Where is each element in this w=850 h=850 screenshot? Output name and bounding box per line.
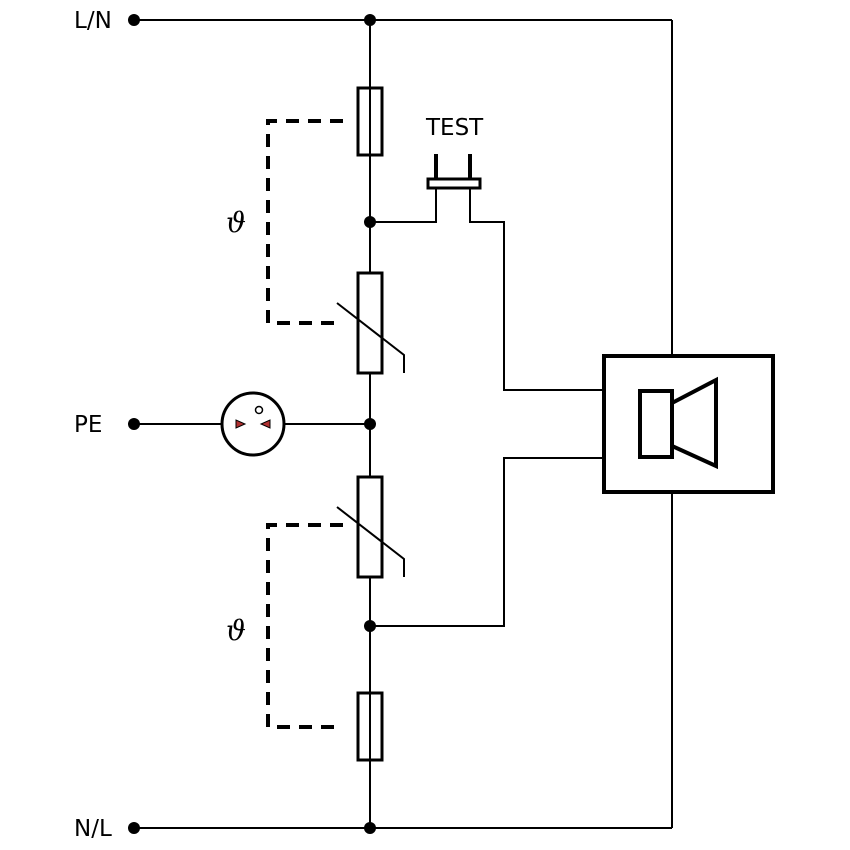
thermal-fuse-bottom <box>356 691 384 762</box>
terminal-label-top: L/N <box>74 8 112 34</box>
thermal-fuse-top <box>356 86 384 157</box>
electrode-left <box>235 419 247 429</box>
terminal-dot-bottom <box>128 822 140 834</box>
thermal-symbol-top: ϑ <box>226 206 246 239</box>
thermal-coupling-top <box>266 119 343 325</box>
wiring <box>134 19 673 829</box>
thermal-symbol-bottom: ϑ <box>226 614 246 647</box>
terminal-dot-pe <box>128 418 140 430</box>
terminal-label-bottom: N/L <box>74 816 112 842</box>
gas-dot <box>254 405 264 415</box>
junction-dot <box>364 14 376 26</box>
junction-dot <box>364 216 376 228</box>
junction-dot <box>364 418 376 430</box>
test-label: TEST <box>425 115 484 141</box>
junction-dot <box>364 620 376 632</box>
test-button <box>426 154 482 190</box>
varistor-top <box>336 271 405 375</box>
speaker-icon <box>638 376 718 470</box>
gas-discharge-tube <box>220 391 286 457</box>
thermal-coupling-bottom <box>266 523 343 729</box>
signal-device-box <box>602 354 775 494</box>
junction-dot <box>364 822 376 834</box>
terminal-dot-top <box>128 14 140 26</box>
electrode-right <box>259 419 271 429</box>
varistor-bottom <box>336 475 405 579</box>
junction-dots <box>128 14 376 834</box>
terminal-label-pe: PE <box>74 412 102 438</box>
